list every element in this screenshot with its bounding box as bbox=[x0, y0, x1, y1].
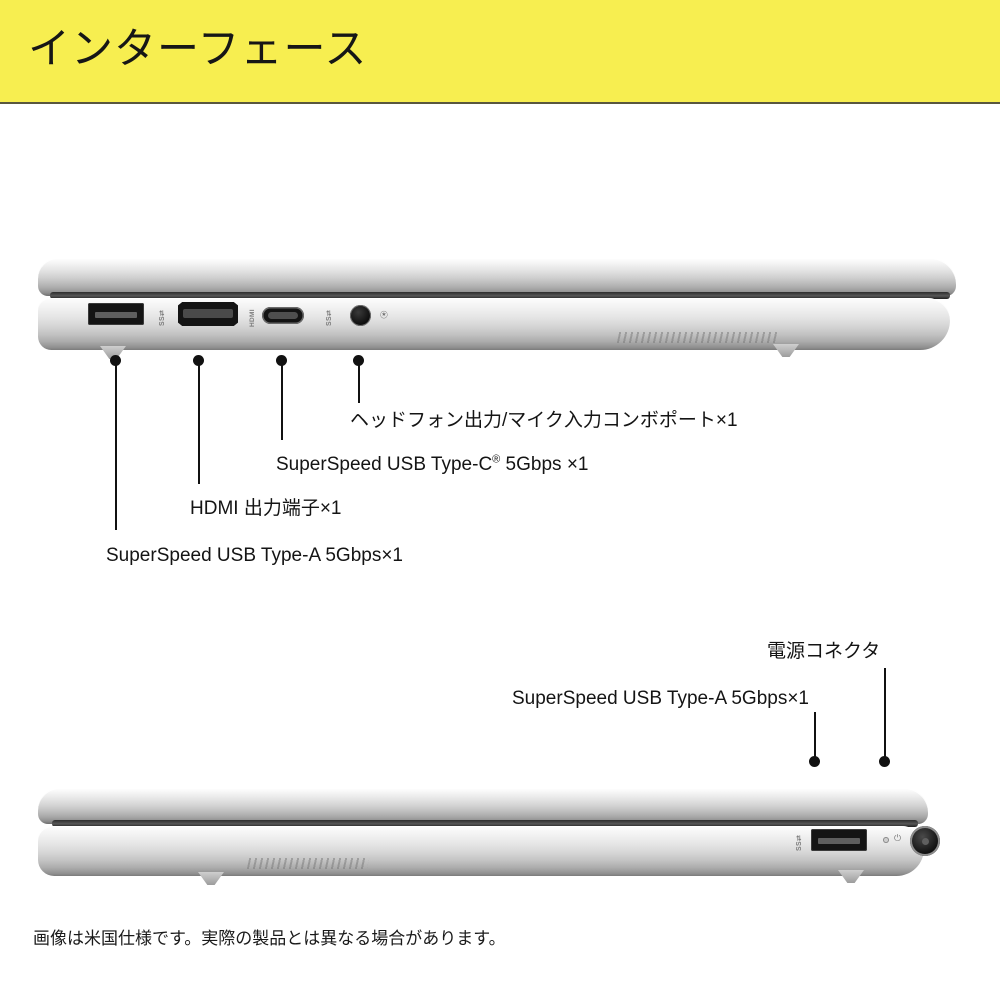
laptop-lid bbox=[38, 258, 956, 296]
laptop-vent bbox=[246, 858, 370, 869]
callout-dot-power bbox=[879, 756, 890, 767]
laptop-lid bbox=[38, 788, 928, 824]
callout-dot-usb-a bbox=[110, 355, 121, 366]
footer-disclaimer: 画像は米国仕様です。実際の製品とは異なる場合があります。 bbox=[33, 929, 506, 948]
port-hdmi bbox=[178, 302, 238, 326]
laptop-base bbox=[38, 826, 924, 876]
hdmi-icon: HDMI bbox=[249, 309, 256, 327]
header-banner bbox=[0, 0, 1000, 102]
callout-line-power bbox=[883, 668, 886, 758]
laptop-left-side-view: SS⇄ HDMI SS⇄ ⍟ bbox=[38, 258, 958, 363]
headphone-icon: ⍟ bbox=[380, 307, 389, 322]
callout-label-usb-c-suffix: 5Gbps ×1 bbox=[500, 454, 589, 475]
laptop-foot bbox=[838, 870, 864, 883]
laptop-vent bbox=[616, 332, 780, 343]
callout-line-usb-a bbox=[114, 363, 117, 530]
port-usb-c bbox=[262, 307, 304, 324]
power-plug-icon: ⏻ bbox=[894, 833, 902, 843]
laptop-foot bbox=[198, 872, 224, 885]
callout-line-hdmi bbox=[197, 363, 200, 484]
callout-line-bottom-usb-a bbox=[813, 712, 816, 758]
laptop-hinge-seam bbox=[50, 292, 950, 299]
laptop-foot bbox=[773, 344, 799, 357]
callout-dot-hdmi bbox=[193, 355, 204, 366]
callout-label-hdmi: HDMI 出力端子×1 bbox=[190, 498, 342, 519]
laptop-right-side-view: SS⇄ ⏻ bbox=[38, 788, 940, 893]
callout-label-power: 電源コネクタ bbox=[767, 641, 881, 662]
power-led-indicator bbox=[883, 837, 889, 843]
callout-dot-headphone bbox=[353, 355, 364, 366]
page-title: インターフェース bbox=[28, 25, 368, 72]
superspeed-usb-icon: SS⇄ bbox=[796, 834, 803, 851]
callout-line-headphone bbox=[357, 363, 360, 403]
callout-label-usb-c-superscript: ® bbox=[492, 453, 501, 466]
superspeed-usb-icon: SS⇄ bbox=[159, 309, 166, 326]
superspeed-usb-icon: SS⇄ bbox=[326, 309, 333, 326]
header-divider bbox=[0, 102, 1000, 104]
port-usb-a bbox=[88, 303, 144, 325]
callout-label-usb-c: SuperSpeed USB Type-C® 5Gbps ×1 bbox=[276, 453, 588, 477]
callout-label-headphone: ヘッドフォン出力/マイク入力コンボポート×1 bbox=[350, 410, 738, 431]
port-usb-a bbox=[811, 829, 867, 851]
callout-label-usb-c-prefix: SuperSpeed USB Type-C bbox=[276, 454, 493, 475]
callout-dot-bottom-usb-a bbox=[809, 756, 820, 767]
laptop-hinge-seam bbox=[52, 820, 918, 827]
callout-dot-usb-c bbox=[276, 355, 287, 366]
callout-line-usb-c bbox=[280, 363, 283, 440]
callout-label-usb-a: SuperSpeed USB Type-A 5Gbps×1 bbox=[106, 545, 403, 566]
laptop-base bbox=[38, 298, 950, 350]
port-headphone-jack bbox=[350, 305, 371, 326]
callout-label-bottom-usb-a: SuperSpeed USB Type-A 5Gbps×1 bbox=[512, 688, 809, 709]
port-power-connector bbox=[910, 826, 940, 856]
